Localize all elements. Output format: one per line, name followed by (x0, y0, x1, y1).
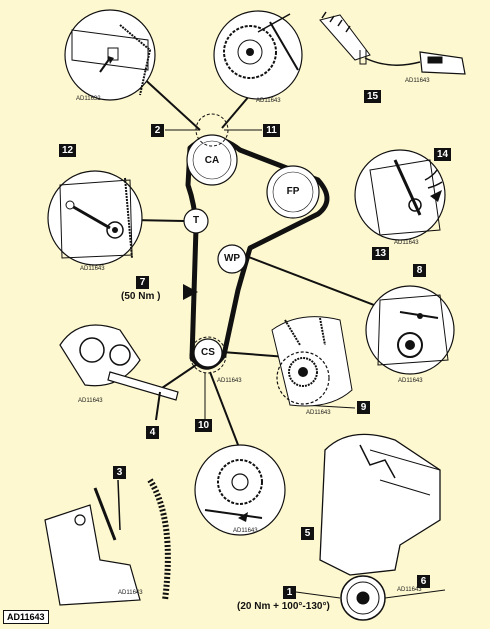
ref-detail-2: AD11632 (76, 96, 101, 102)
detail-7-drawing (47, 170, 143, 266)
camshaft-pulley (186, 134, 238, 186)
tool-4-drawing (59, 324, 179, 421)
crank-pulley-6-drawing (340, 575, 446, 621)
tool-15-drawing (319, 11, 466, 75)
pulley-label-cs: CS (201, 347, 215, 358)
water-pump-pulley (217, 244, 247, 274)
callout-6: 6 (417, 575, 430, 588)
pulley-label-ca: CA (204, 155, 220, 166)
rotation-arrow-icon (183, 284, 198, 300)
detail-10-drawing (194, 444, 286, 536)
ref-detail-15: AD11643 (405, 78, 430, 84)
detail-13-drawing (354, 149, 446, 241)
ref-detail-3: AD11643 (118, 590, 143, 596)
pulley-label-t: T (192, 215, 200, 226)
detail-2-drawing (64, 9, 156, 101)
ref-detail-6: AD11643 (397, 587, 422, 593)
callout-1: 1 (283, 586, 296, 599)
detail-9-drawing (271, 316, 353, 407)
callout-5: 5 (301, 527, 314, 540)
callout-13: 13 (372, 247, 389, 260)
fuel-pump-pulley (266, 165, 320, 219)
detail-8-drawing (365, 285, 455, 375)
timing-cover-5-drawing (319, 433, 441, 576)
ref-detail-10b: AD11643 (233, 528, 258, 534)
callout-3: 3 (113, 466, 126, 479)
ref-detail-13: AD11643 (394, 240, 419, 246)
callout-10: 10 (195, 419, 212, 432)
callout-9: 9 (357, 401, 370, 414)
callout-2: 2 (151, 124, 164, 137)
pulley-label-fp: FP (286, 186, 300, 197)
ref-detail-11: AD11643 (256, 98, 281, 104)
ref-detail-7: AD11643 (80, 266, 105, 272)
torque-label-crank-bolt: (20 Nm + 100°-130°) (237, 601, 330, 612)
torque-label-tensioner: (50 Nm ) (121, 291, 161, 302)
engine-block-3-drawing (44, 478, 171, 606)
figure-reference: AD11643 (3, 610, 49, 624)
callout-4: 4 (146, 426, 159, 439)
pulley-label-wp: WP (223, 253, 241, 264)
detail-11-drawing (213, 10, 303, 100)
callout-8: 8 (413, 264, 426, 277)
ref-detail-8: AD11643 (398, 378, 423, 384)
callout-7: 7 (136, 276, 149, 289)
callout-15: 15 (364, 90, 381, 103)
callout-12: 12 (59, 144, 76, 157)
ref-detail-9: AD11643 (306, 410, 331, 416)
ref-detail-10: AD11643 (217, 378, 242, 384)
callout-14: 14 (434, 148, 451, 161)
ref-detail-4: AD11643 (78, 398, 103, 404)
callout-11: 11 (263, 124, 280, 137)
